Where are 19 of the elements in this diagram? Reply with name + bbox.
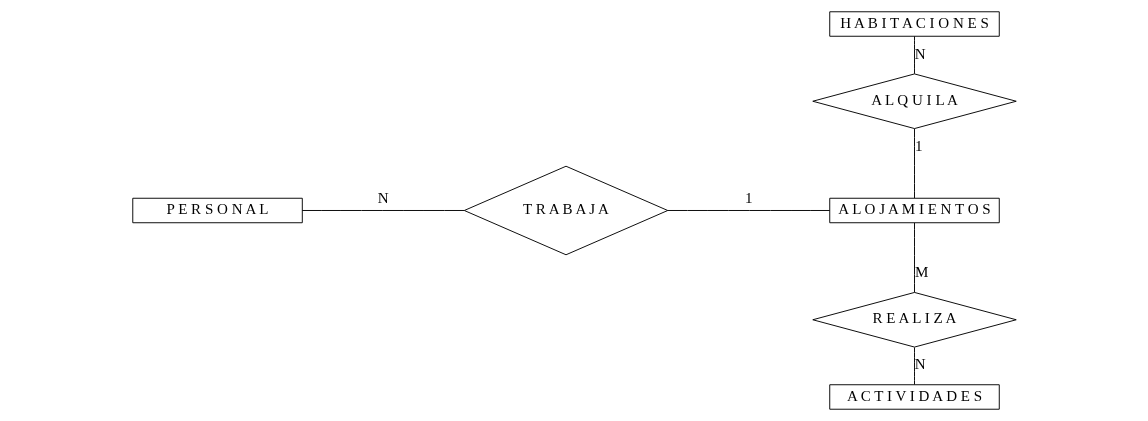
edge-label: N: [914, 356, 926, 373]
node-box: P E R S O N A L: [131, 197, 303, 224]
node-box: A L O J A M I E N T O S: [828, 197, 1000, 224]
node-diamond: R E A L I Z A: [811, 291, 1017, 348]
edge-label: N: [377, 189, 389, 206]
node-box: A C T I V I D A D E S: [828, 384, 1000, 410]
connector: [301, 210, 465, 211]
connector: [666, 210, 830, 211]
node-diamond: A L Q U I L A: [811, 73, 1017, 130]
edge-label: M: [914, 264, 928, 281]
connector: [913, 128, 915, 199]
connector: [913, 222, 915, 293]
edge-label: 1: [914, 137, 923, 154]
edge-label: 1: [744, 189, 753, 206]
connector: [913, 35, 915, 75]
edge-label: N: [914, 45, 926, 62]
connector: [913, 347, 915, 385]
node-diamond: T R A B A J A: [463, 165, 668, 256]
node-box: H A B I T A C I O N E S: [828, 11, 1000, 37]
